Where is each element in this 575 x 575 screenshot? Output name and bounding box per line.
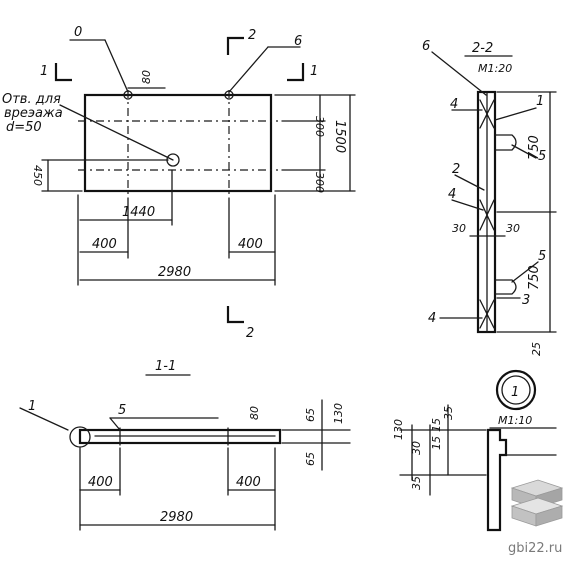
dim-65-top: 65	[304, 408, 317, 422]
dim-450: 450	[31, 165, 44, 186]
section-mark	[226, 306, 244, 324]
leader-line	[59, 104, 174, 161]
reinforcement-line	[479, 99, 495, 129]
watermark-text: gbi22.ru	[508, 541, 562, 556]
leader-line	[109, 417, 121, 431]
callout-0: 0	[74, 25, 82, 40]
callout-6: 6	[294, 34, 302, 49]
dim-2980: 2980	[158, 265, 191, 280]
dim-130: 130	[332, 403, 345, 424]
section-2-2-title: 2-2	[472, 41, 493, 56]
slab-profile	[78, 428, 282, 445]
detail-badge	[495, 369, 537, 411]
dim-30: 30	[410, 441, 423, 455]
callout-6: 6	[422, 39, 430, 54]
dim-400-right: 400	[238, 237, 263, 252]
detail-badge-inner	[501, 375, 531, 405]
cut-1-left: 1	[40, 64, 48, 79]
lifting-loop	[494, 134, 517, 151]
dim-30-left: 30	[452, 222, 466, 235]
leader-line	[228, 46, 269, 93]
dim-1440: 1440	[122, 205, 155, 220]
dim-35-bottom: 35	[410, 476, 423, 490]
dim-1500: 1500	[332, 120, 347, 153]
detail-circle	[69, 426, 91, 448]
site-logo-icon	[510, 479, 564, 527]
callout-2: 2	[452, 162, 460, 177]
callout-5: 5	[538, 149, 546, 164]
section-2-2: 2-2 М1:20 6 4 1 5 2 4 5 3 4	[422, 39, 557, 356]
reinforcement-line	[479, 299, 495, 329]
hole-note-line1: Отв. для	[2, 92, 61, 107]
section-mark	[54, 63, 72, 82]
cut-2-bottom: 2	[246, 326, 254, 341]
hole-note-line3: d=50	[6, 120, 42, 135]
callout-5: 5	[118, 403, 126, 418]
callout-1: 1	[536, 94, 544, 109]
section-1-1: 1-1 1 5 80 65 65 130 400 400 2980	[19, 359, 351, 531]
hole-note-line2: вреэажа	[4, 106, 63, 121]
section-2-2-scale: М1:20	[478, 62, 512, 75]
dim-35-top: 35	[442, 406, 455, 420]
detail-scale: М1:10	[498, 414, 532, 427]
callout-4c: 4	[428, 311, 436, 326]
section-mark	[226, 36, 244, 55]
detail-1: 1 М1:10 130 30 15 15 35 35	[392, 369, 557, 532]
dim-400-left: 400	[88, 475, 113, 490]
lifting-loop	[494, 279, 517, 295]
leader-line	[104, 39, 129, 93]
dim-30-right: 30	[506, 222, 520, 235]
dim-80: 80	[248, 406, 261, 420]
leader-line	[511, 144, 537, 159]
detail-number: 1	[511, 385, 519, 400]
dim-15b: 15	[430, 418, 443, 432]
callout-4b: 4	[448, 187, 456, 202]
lifting-loop	[224, 90, 234, 100]
leader-line	[454, 174, 485, 191]
dim-750-bottom: 750	[527, 265, 542, 290]
leader-line	[451, 199, 484, 211]
leader-line	[494, 107, 537, 121]
dim-130: 130	[392, 419, 405, 440]
section-mark	[287, 63, 305, 82]
leader-line	[511, 261, 539, 283]
callout-4: 4	[450, 97, 458, 112]
dim-400-left: 400	[92, 237, 117, 252]
leader-line	[19, 407, 69, 431]
dim-15a: 15	[430, 436, 443, 450]
cut-2-top: 2	[248, 28, 256, 43]
dim-2980: 2980	[160, 510, 193, 525]
slab-outline	[83, 93, 273, 193]
reinforcement-line	[479, 199, 495, 231]
callout-1: 1	[28, 399, 36, 414]
section-1-1-title: 1-1	[155, 359, 176, 374]
detail-profile	[486, 428, 508, 532]
callout-5b: 5	[538, 249, 546, 264]
dim-65-bottom: 65	[304, 452, 317, 466]
plan-view: Отв. для вреэажа d=50 0 6 1 1 2 2 80 300…	[2, 25, 356, 341]
dim-80: 80	[140, 70, 153, 84]
dim-400-right: 400	[236, 475, 261, 490]
dim-750-top: 750	[527, 135, 542, 160]
leader-line	[431, 51, 487, 96]
dim-300-bottom: 300	[313, 172, 326, 193]
cut-1-right: 1	[310, 64, 318, 79]
dim-25: 25	[530, 342, 543, 356]
callout-3: 3	[522, 293, 530, 308]
dim-300-top: 300	[313, 116, 326, 137]
